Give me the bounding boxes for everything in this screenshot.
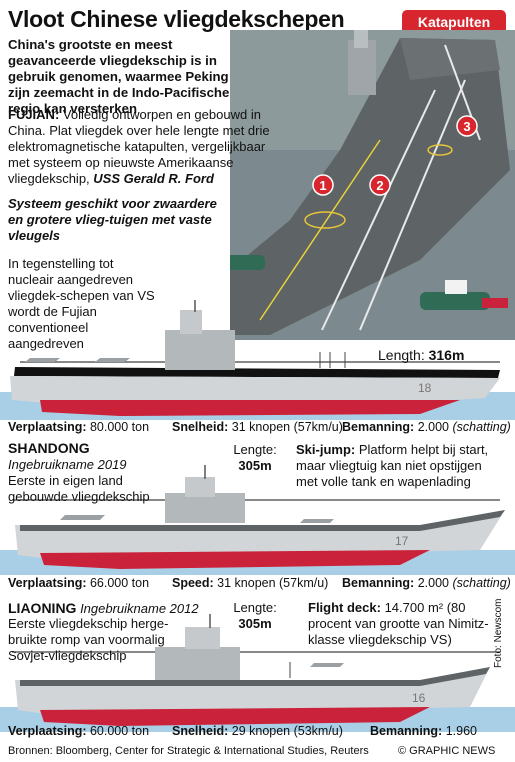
fujian-length: Length: 316m <box>378 347 465 363</box>
nuclear-note: In tegenstelling tot nucleair aangedreve… <box>8 256 155 351</box>
liaoning-hull-number: 16 <box>412 691 426 705</box>
shandong-ship-profile: 17 <box>0 465 515 575</box>
photo-credit: Foto: Newscom <box>493 598 504 668</box>
liaoning-length: Lengte:305m <box>233 600 277 631</box>
svg-text:3: 3 <box>463 119 470 134</box>
liaoning-flight-deck-note: Flight deck: 14.700 m² (80 procent van g… <box>308 600 489 647</box>
fujian-text: Volledig ontworpen en gebouwd in China. … <box>8 107 270 186</box>
system-note: Systeem geschikt voor zwaardere en grote… <box>8 196 217 243</box>
shandong-name: SHANDONG <box>8 440 90 456</box>
fujian-photo: 1 2 3 <box>230 30 515 340</box>
fujian-description: FUJIAN: Volledig ontworpen en gebouwd in… <box>8 107 273 187</box>
svg-text:2: 2 <box>376 178 383 193</box>
page-title: Vloot Chinese vliegdekschepen <box>8 6 345 32</box>
fujian-stats: Verplaatsing: 80.000 ton <box>8 420 150 434</box>
sources: Bronnen: Bloomberg, Center for Strategic… <box>8 745 369 757</box>
shandong-hull-number: 17 <box>395 534 409 548</box>
shandong-commissioned: Ingebruikname 2019 <box>8 457 127 472</box>
liaoning-header: LIAONING Ingebruikname 2012 <box>8 600 199 616</box>
fujian-ship-profile: 18 <box>0 300 515 420</box>
catapult-marker-3: 3 <box>456 115 478 137</box>
catapult-marker-1: 1 <box>312 174 334 196</box>
copyright: © GRAPHIC NEWS <box>398 745 496 757</box>
shandong-ski-jump-note: Ski-jump: Platform helpt bij start, maar… <box>296 442 489 489</box>
intro-text: China's grootste en meest geavanceerde v… <box>8 37 230 116</box>
shandong-length: Lengte:305m <box>233 442 277 473</box>
liaoning-stats: Verplaatsing: 60.000 ton <box>8 724 150 738</box>
fujian-hull-number: 18 <box>418 381 432 395</box>
svg-text:1: 1 <box>319 178 326 193</box>
liaoning-ship-profile: 16 <box>0 612 515 732</box>
catapult-marker-2: 2 <box>369 174 391 196</box>
shandong-stats: Verplaatsing: 66.000 ton <box>8 576 150 590</box>
fujian-uss-ford: USS Gerald R. Ford <box>93 171 214 186</box>
fujian-name: FUJIAN: <box>8 107 60 122</box>
